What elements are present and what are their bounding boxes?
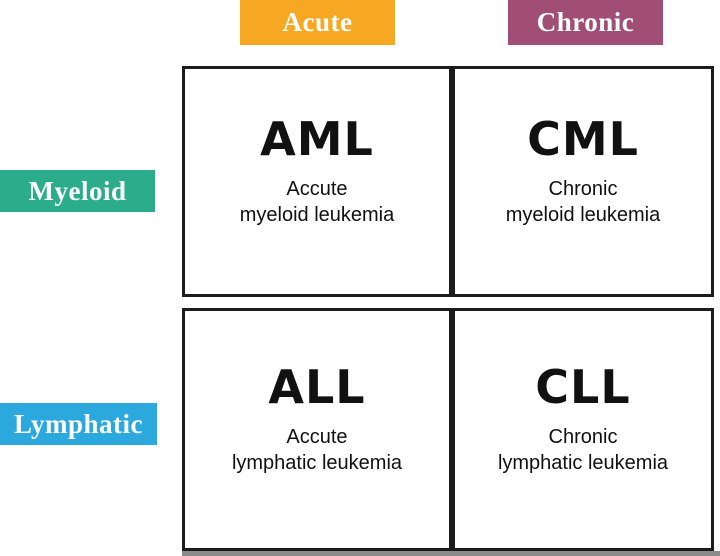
cell-description: Chronic myeloid leukemia <box>505 178 661 227</box>
cell-abbreviation: ALL <box>268 359 366 414</box>
row-header-lymphatic-label: Lymphatic <box>13 408 144 439</box>
column-header-chronic: Chronic <box>508 0 663 45</box>
column-header-chronic-label: Chronic <box>536 7 635 37</box>
row-header-lymphatic: Lymphatic <box>0 403 157 445</box>
cell-description: Accute myeloid leukemia <box>239 178 395 227</box>
cell-abbreviation: CML <box>527 111 639 166</box>
matrix-cell-all: ALL Accute lymphatic leukemia <box>182 308 452 551</box>
column-header-acute-label: Acute <box>282 7 353 37</box>
cell-abbreviation: CLL <box>535 359 631 414</box>
cell-content: CML Chronic myeloid leukemia <box>506 115 661 228</box>
cell-abbreviation: AML <box>260 111 374 166</box>
cell-description: Accute lymphatic leukemia <box>231 426 403 475</box>
matrix-cell-cll: CLL Chronic lymphatic leukemia <box>452 308 714 551</box>
matrix-cell-cml: CML Chronic myeloid leukemia <box>452 66 714 297</box>
cell-content: AML Accute myeloid leukemia <box>240 115 395 228</box>
cropped-next-row-edge <box>182 551 720 556</box>
cell-description: Chronic lymphatic leukemia <box>497 426 669 475</box>
row-header-myeloid: Myeloid <box>0 170 155 212</box>
cell-content: CLL Chronic lymphatic leukemia <box>498 363 668 476</box>
matrix-cell-aml: AML Accute myeloid leukemia <box>182 66 452 297</box>
cell-content: ALL Accute lymphatic leukemia <box>232 363 402 476</box>
column-header-acute: Acute <box>240 0 395 45</box>
row-header-myeloid-label: Myeloid <box>28 175 127 206</box>
